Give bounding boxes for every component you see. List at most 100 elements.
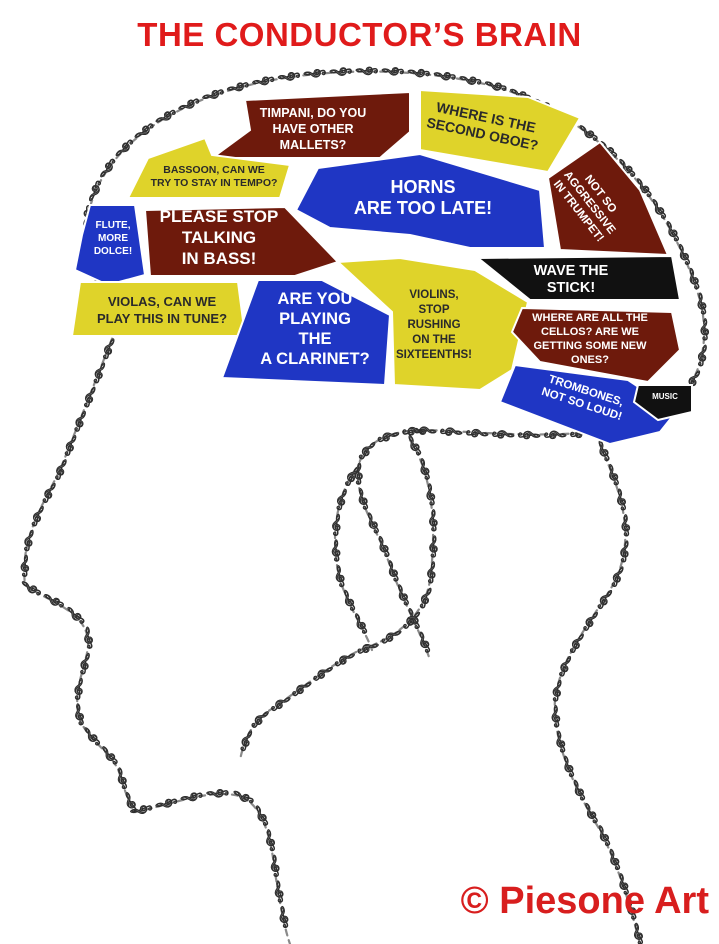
region-label-line: VIOLINS, — [409, 289, 458, 301]
treble-clef-icon: 𝄞 — [333, 488, 350, 512]
region-shape — [70, 281, 247, 337]
treble-clef-icon: 𝄞 — [662, 220, 682, 245]
treble-clef-icon: 𝄞 — [674, 243, 693, 268]
treble-clef-icon: 𝄞 — [28, 504, 47, 529]
treble-clef-icon: 𝄞 — [379, 626, 403, 647]
treble-clef-icon: 𝄞 — [579, 609, 600, 633]
treble-clef-icon: 𝄞 — [304, 67, 327, 80]
treble-clef-icon: 𝄞 — [594, 587, 615, 611]
treble-clef-icon: 𝄞 — [354, 487, 371, 511]
region-label-line: STOP — [418, 304, 449, 316]
treble-clef-icon: 𝄞 — [559, 755, 577, 779]
treble-clef-icon: 𝄞 — [39, 481, 59, 506]
treble-clef-icon: 𝄞 — [694, 344, 709, 368]
region-label-line: SIXTEENTHS! — [396, 349, 472, 361]
treble-clef-icon: 𝄞 — [363, 511, 382, 536]
treble-clef-icon: 𝄞 — [339, 589, 358, 614]
region-label-line: WHERE ARE ALL THE — [532, 312, 648, 324]
treble-clef-icon: 𝄞 — [433, 69, 456, 83]
treble-clef-icon: 𝄞 — [566, 631, 587, 656]
treble-clef-icon: 𝄞 — [699, 319, 711, 341]
region-label-line: MUSIC — [652, 392, 678, 401]
treble-clef-icon: 𝄞 — [440, 425, 463, 437]
treble-clef-icon: 𝄞 — [355, 438, 378, 462]
poster-title: THE CONDUCTOR’S BRAIN — [137, 16, 582, 53]
region-label-line: ONES? — [571, 354, 609, 366]
treble-clef-icon: 𝄞 — [424, 561, 437, 584]
treble-clef-icon: 𝄞 — [180, 790, 204, 805]
treble-clef-icon: 𝄞 — [262, 829, 278, 853]
region-label-line: HAVE OTHER — [272, 122, 353, 136]
treble-clef-icon: 𝄞 — [630, 922, 646, 944]
treble-clef-icon: 𝄞 — [414, 425, 436, 436]
region-label-line: VIOLAS, CAN WE — [108, 294, 217, 309]
treble-clef-icon: 𝄞 — [459, 73, 483, 88]
treble-clef-icon: 𝄞 — [518, 429, 540, 440]
treble-clef-icon: 𝄞 — [133, 120, 157, 142]
treble-clef-icon: 𝄞 — [251, 804, 271, 829]
treble-clef-icon: 𝄞 — [177, 95, 202, 114]
brain-region-second-oboe: WHERE IS THESECOND OBOE? — [419, 88, 582, 174]
region-shape — [208, 90, 411, 159]
region-label-line: MORE — [98, 233, 128, 244]
treble-clef-icon: 𝄞 — [613, 488, 629, 512]
treble-clef-icon: 𝄞 — [252, 74, 276, 89]
brain-region-trumpet: NOT SOAGGRESSIVEIN TRUMPET! — [546, 140, 670, 257]
treble-clef-icon: 𝄞 — [580, 801, 600, 826]
treble-clef-icon: 𝄞 — [404, 434, 425, 459]
treble-clef-icon: 𝄞 — [492, 428, 514, 440]
region-label-line: THE — [299, 330, 332, 348]
treble-clef-icon: 𝄞 — [549, 705, 562, 728]
brain-region-violas: VIOLAS, CAN WE PLAY THIS IN TUNE? — [70, 281, 247, 337]
region-label-line: A CLARINET? — [260, 350, 369, 368]
treble-clef-icon: 𝄞 — [86, 179, 105, 204]
treble-clef-icon: 𝄞 — [155, 796, 179, 812]
region-shape — [126, 136, 292, 199]
treble-clef-icon: 𝄞 — [423, 483, 437, 507]
treble-clef-icon: 𝄞 — [617, 540, 631, 563]
region-shape — [475, 254, 682, 301]
treble-clef-icon: 𝄞 — [569, 779, 589, 804]
treble-clef-icon: 𝄞 — [619, 514, 632, 537]
treble-clef-icon: 𝄞 — [466, 427, 489, 439]
treble-clef-icon: 𝄞 — [278, 70, 301, 84]
treble-clef-icon: 𝄞 — [19, 578, 43, 599]
treble-clef-icon: 𝄞 — [289, 677, 313, 699]
treble-clef-icon: 𝄞 — [19, 555, 31, 577]
region-label-line: TALKING — [182, 228, 256, 247]
treble-clef-icon: 𝄞 — [268, 855, 282, 878]
region-label-line: PLEASE STOP — [160, 207, 279, 226]
treble-clef-icon: 𝄞 — [201, 86, 225, 104]
treble-clef-icon: 𝄞 — [310, 662, 334, 684]
treble-clef-icon: 𝄞 — [276, 906, 291, 930]
region-label-line: ON THE — [412, 334, 456, 346]
treble-clef-icon: 𝄞 — [99, 337, 117, 361]
treble-clef-icon: 𝄞 — [544, 429, 566, 441]
region-shape — [294, 152, 547, 249]
region-label-line: PLAY THIS IN TUNE? — [97, 311, 227, 326]
treble-clef-icon: 𝄞 — [51, 457, 69, 482]
treble-clef-icon: 𝄞 — [402, 424, 425, 437]
treble-clef-icon: 𝄞 — [80, 385, 98, 410]
treble-clef-icon: 𝄞 — [604, 463, 622, 487]
region-shape — [143, 205, 340, 277]
treble-clef-icon: 𝄞 — [154, 107, 179, 128]
treble-clef-icon: 𝄞 — [594, 824, 613, 849]
head-outline-stroke — [23, 316, 137, 814]
treble-clef-icon: 𝄞 — [42, 591, 67, 611]
treble-clef-icon: 𝄞 — [332, 649, 357, 670]
region-shape — [546, 140, 670, 257]
treble-clef-icon: 𝄞 — [71, 703, 86, 727]
treble-clef-icon: 𝄞 — [684, 267, 702, 291]
treble-clef-icon: 𝄞 — [552, 730, 568, 754]
region-label-line: ARE YOU — [278, 290, 353, 308]
